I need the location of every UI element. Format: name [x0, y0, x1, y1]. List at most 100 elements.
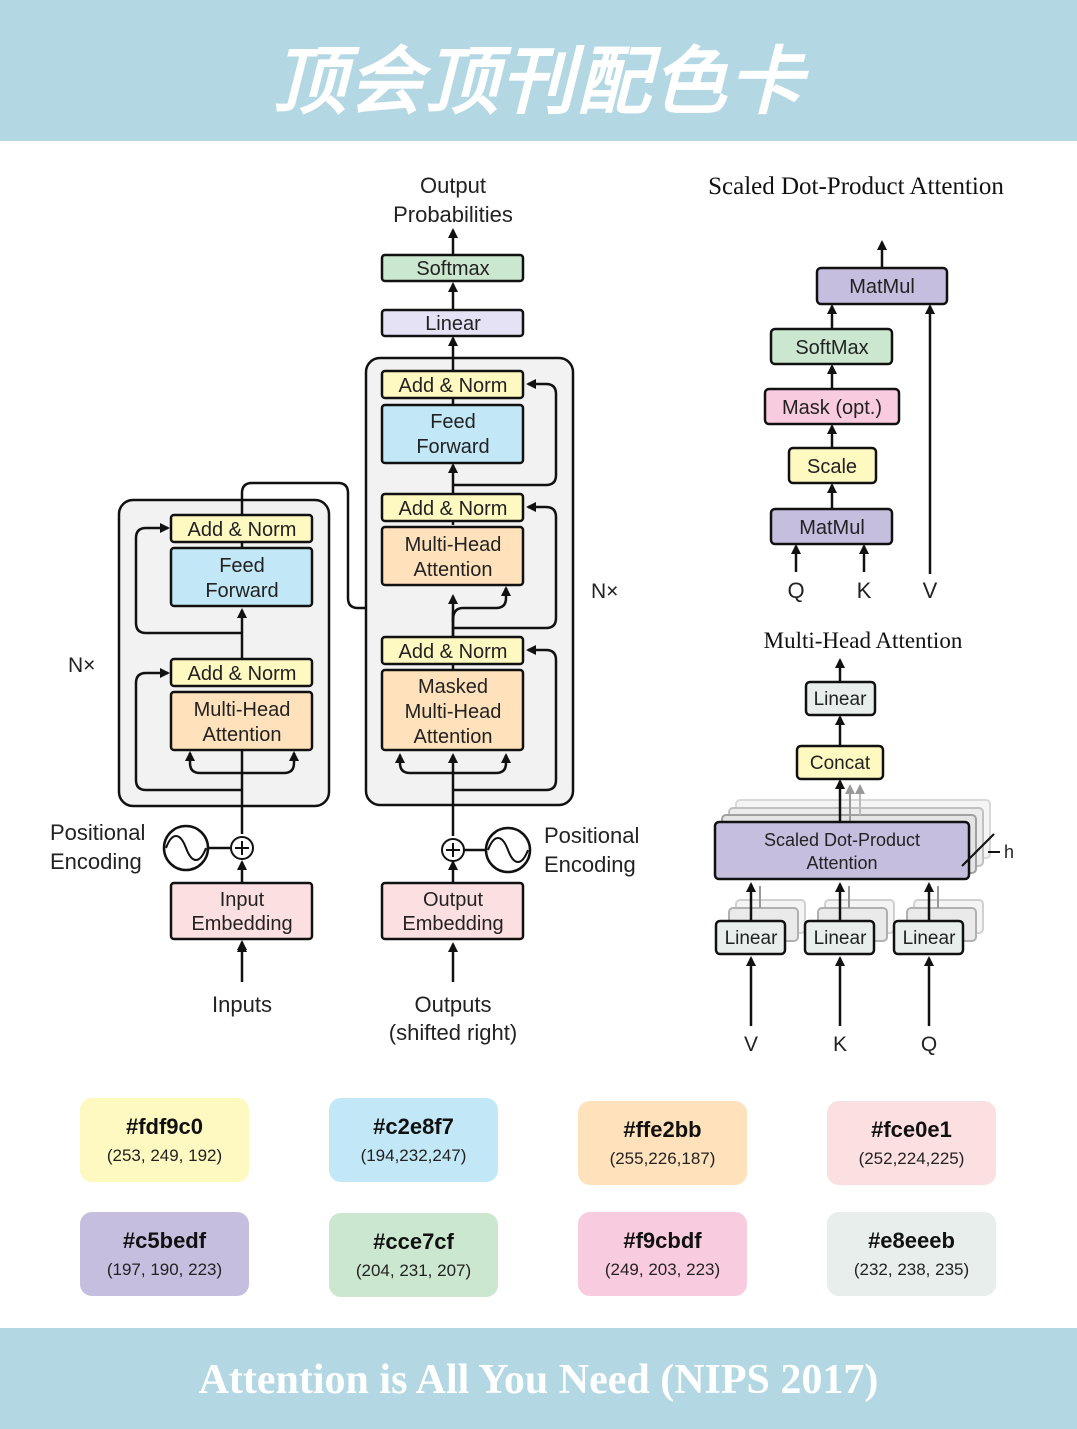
mha-title: Multi-Head Attention: [764, 628, 963, 653]
final-linear: [380, 308, 525, 338]
mha-sdpa-line2: Attention: [806, 853, 877, 873]
sdpa-matmul-bottom: [769, 507, 894, 546]
encoder-ff-line1: Feed: [219, 555, 265, 577]
mha-sdpa-box: [713, 820, 971, 881]
swatch-hex: #f9cbdf: [623, 1228, 702, 1253]
mha-linear-v: [714, 919, 787, 956]
swatch-hex: #e8eeeb: [868, 1228, 955, 1253]
output-prob-line1: Output: [420, 173, 486, 198]
decoder-masked-line2: Multi-Head: [405, 701, 502, 723]
sdpa-mask-label: Mask (opt.): [782, 397, 882, 419]
encoder-mha-line2: Attention: [203, 724, 282, 746]
output-prob-line2: Probabilities: [393, 202, 513, 227]
swatch-rgb: (249, 203, 223): [604, 1260, 721, 1279]
bottom-banner: [0, 1328, 1077, 1429]
swatch-purple: #c5bedf (197, 190, 223): [80, 1212, 249, 1296]
decoder-add-norm-1-label: Add & Norm: [399, 641, 508, 663]
swatch-blue: #c2e8f7 (194,232,247): [329, 1098, 498, 1182]
outputs-line1: Outputs: [414, 992, 491, 1017]
decoder-pe-line2: Encoding: [544, 852, 636, 877]
input-embedding: [169, 881, 314, 941]
output-embedding-line2: Embedding: [402, 913, 503, 935]
mha-sdpa-line1: Scaled Dot-Product: [764, 830, 920, 850]
decoder-ff-line2: Forward: [416, 436, 489, 458]
sdpa-matmul-bottom-label: MatMul: [799, 517, 865, 539]
encoder-add-norm-1-label: Add & Norm: [188, 663, 297, 685]
mha-k-label: K: [833, 1033, 847, 1056]
encoder-add-norm-2-label: Add & Norm: [188, 519, 297, 541]
swatch-orange: #ffe2bb (255,226,187): [578, 1101, 747, 1185]
mha-linear-top-label: Linear: [814, 689, 867, 710]
swatch-rgb: (253, 249, 192): [106, 1146, 223, 1165]
swatch-pink: #fce0e1 (252,224,225): [827, 1101, 996, 1185]
swatch-gray: #e8eeeb (232, 238, 235): [827, 1212, 996, 1296]
mha-linear-v-label: Linear: [725, 928, 778, 949]
decoder-nx-label: N×: [591, 580, 618, 603]
decoder-masked-line3: Attention: [414, 726, 493, 748]
swatch-hex: #c5bedf: [122, 1228, 207, 1253]
encoder-nx-label: N×: [68, 654, 95, 677]
sdpa-softmax-label: SoftMax: [795, 337, 868, 359]
swatch-hex: #c2e8f7: [373, 1114, 454, 1139]
mha-linear-k: [803, 919, 876, 956]
decoder-add-norm-2-label: Add & Norm: [399, 498, 508, 520]
decoder-add-norm-3-label: Add & Norm: [399, 375, 508, 397]
sdpa-v-label: V: [923, 578, 938, 603]
sdpa-matmul-top-label: MatMul: [849, 276, 915, 298]
encoder-ff-line2: Forward: [205, 580, 278, 602]
inputs-label: Inputs: [212, 992, 272, 1017]
swatch-rgb: (204, 231, 207): [355, 1261, 472, 1280]
mha-linear-q-label: Linear: [903, 928, 956, 949]
encoder-block: [117, 498, 331, 808]
sdpa-matmul-top: [815, 266, 949, 306]
final-softmax-label: Softmax: [416, 258, 489, 280]
decoder-multi-head-attention: [380, 525, 525, 587]
encoder-feed-forward: [169, 546, 314, 608]
decoder-mha-line1: Multi-Head: [405, 534, 502, 556]
decoder-mha-line2: Attention: [414, 559, 493, 581]
encoder-pe-line2: Encoding: [50, 849, 142, 874]
decoder-masked-line1: Masked: [418, 676, 488, 698]
mha-concat-label: Concat: [810, 753, 871, 774]
encoder-mha-line1: Multi-Head: [194, 699, 291, 721]
sdpa-title: Scaled Dot-Product Attention: [708, 173, 1004, 200]
swatch-rgb: (194,232,247): [360, 1146, 467, 1165]
decoder-pe-line1: Positional: [544, 823, 639, 848]
swatch-rgb: (197, 190, 223): [106, 1260, 223, 1279]
sdpa-scale-label: Scale: [807, 456, 857, 478]
mha-v-label: V: [744, 1033, 758, 1056]
transformer-diagram: Add & Norm Feed Forward Add & Norm Multi…: [50, 173, 1014, 1056]
swatch-hex: #cce7cf: [373, 1229, 454, 1254]
mha-linear-q: [892, 919, 965, 956]
swatch-yellow: #fdf9c0 (253, 249, 192): [80, 1098, 249, 1182]
output-embedding: [380, 881, 525, 941]
decoder-add-norm-3: [380, 369, 525, 400]
input-embedding-line2: Embedding: [191, 913, 292, 935]
mha-linear-k-label: Linear: [814, 928, 867, 949]
input-embedding-line1: Input: [220, 889, 265, 911]
encoder-pe-line1: Positional: [50, 820, 145, 845]
encoder-add-norm-2: [169, 513, 314, 544]
swatch-rgb: (252,224,225): [858, 1149, 965, 1168]
top-banner: [0, 0, 1077, 141]
decoder-masked-mha: [380, 668, 525, 752]
encoder-multi-head-attention: [169, 690, 314, 752]
swatch-green: #cce7cf (204, 231, 207): [329, 1213, 498, 1297]
swatch-hex: #ffe2bb: [623, 1117, 702, 1142]
swatch-hex: #fdf9c0: [125, 1114, 204, 1139]
footer-title: Attention is All You Need (NIPS 2017): [198, 1357, 879, 1403]
final-linear-label: Linear: [425, 313, 481, 335]
decoder-feed-forward: [380, 403, 525, 465]
swatch-hex: #fce0e1: [871, 1117, 952, 1142]
encoder-add-norm-1: [169, 657, 314, 688]
final-softmax: [380, 253, 525, 283]
swatch-rgb: (232, 238, 235): [853, 1260, 970, 1279]
decoder-add-norm-1: [380, 635, 525, 666]
decoder-ff-line1: Feed: [430, 411, 476, 433]
page-title: 顶会顶刊配色卡: [272, 39, 805, 125]
decoder-add-norm-2: [380, 492, 525, 523]
sdpa-k-label: K: [857, 578, 872, 603]
outputs-line2: (shifted right): [389, 1020, 517, 1045]
swatch-magenta: #f9cbdf (249, 203, 223): [578, 1212, 747, 1296]
mha-q-label: Q: [921, 1033, 937, 1056]
